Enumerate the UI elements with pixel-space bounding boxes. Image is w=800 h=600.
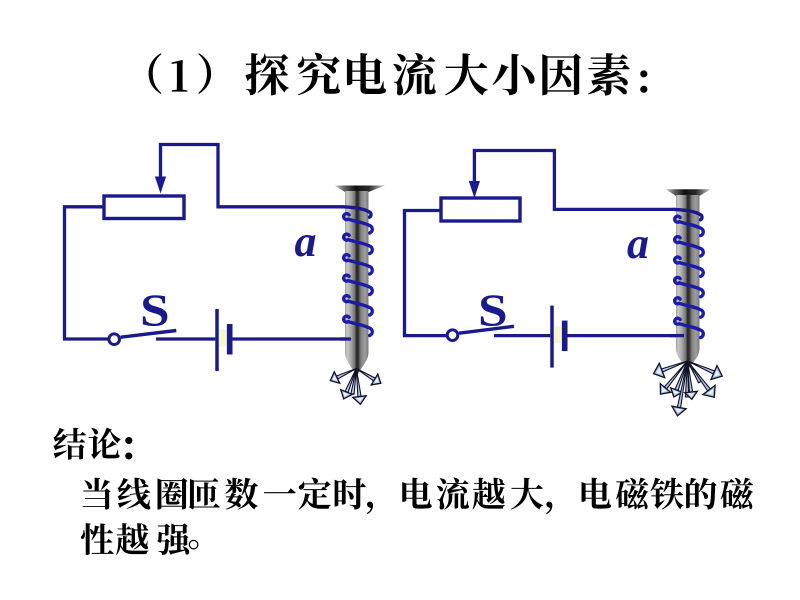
svg-text:S: S <box>478 285 508 336</box>
svg-text:S: S <box>140 285 170 336</box>
svg-text:a: a <box>627 219 649 268</box>
svg-text:a: a <box>295 217 317 266</box>
